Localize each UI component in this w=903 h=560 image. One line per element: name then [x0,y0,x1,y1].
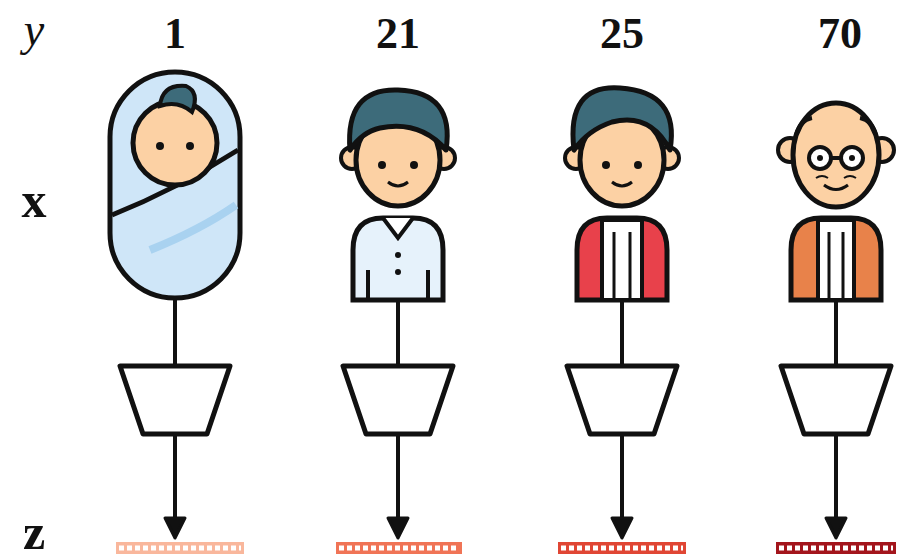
age-value: 21 [376,12,420,56]
input-symbol: x [22,175,47,225]
target-symbol: y [24,7,44,53]
embedding-bars [116,542,896,554]
baby-icon [110,72,240,298]
age-value: 1 [164,12,186,56]
old-person-icon [778,103,894,300]
age-value: 70 [818,12,862,56]
adult-person-icon [565,88,679,300]
age-value: 25 [600,12,644,56]
embedding-symbol: z [23,507,45,557]
young-person-icon [341,90,455,300]
